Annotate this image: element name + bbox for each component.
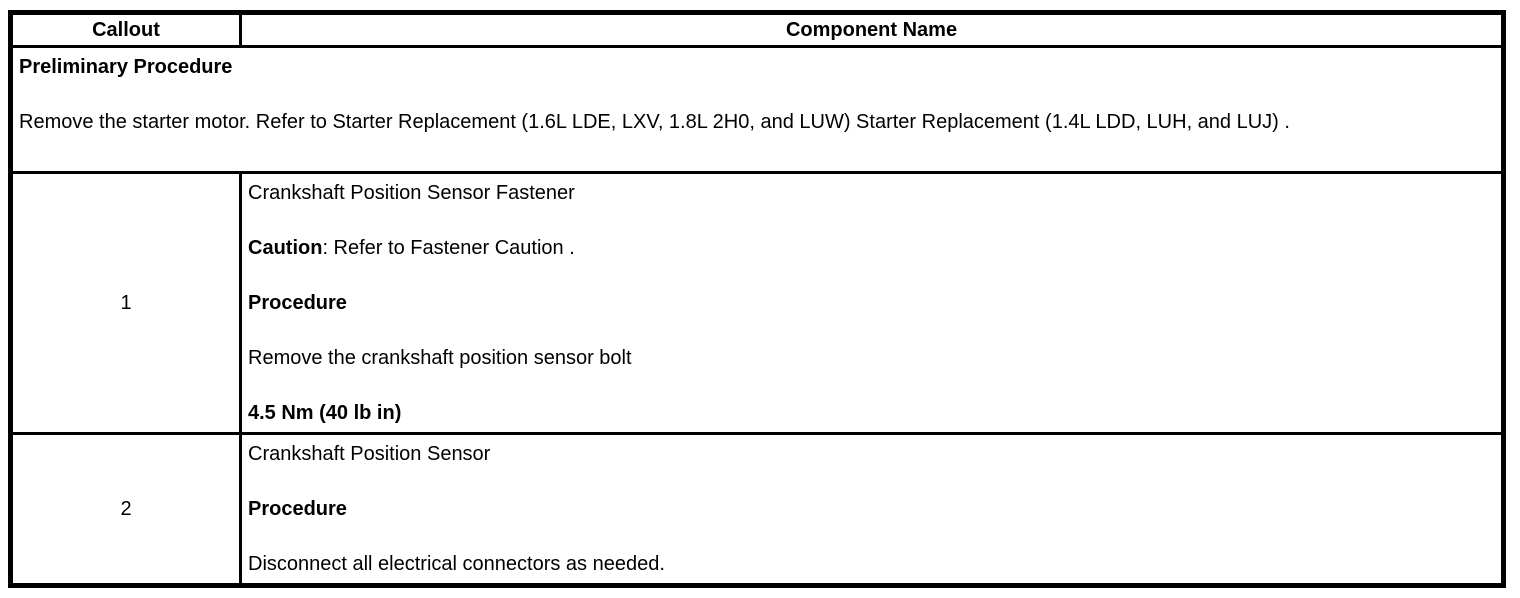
caution-text: : Refer to Fastener Caution . bbox=[322, 237, 575, 259]
caution-label: Caution bbox=[248, 237, 323, 259]
callout-number-1: 1 bbox=[9, 171, 242, 435]
doc-table: Callout Component Name Preliminary Proce… bbox=[8, 10, 1506, 588]
component-name: Crankshaft Position Sensor bbox=[248, 443, 491, 465]
procedure-step: Remove the crankshaft position sensor bo… bbox=[248, 347, 632, 369]
table-header: Callout Component Name bbox=[9, 11, 1505, 48]
table-row: 1 Crankshaft Position Sensor Fastener Ca… bbox=[9, 171, 1505, 435]
table-row: 2 Crankshaft Position Sensor Procedure D… bbox=[9, 432, 1505, 587]
component-cell-1: Crankshaft Position Sensor Fastener Caut… bbox=[239, 171, 1505, 435]
preliminary-title: Preliminary Procedure bbox=[19, 56, 233, 78]
procedure-label: Procedure bbox=[248, 292, 347, 314]
header-component-name: Component Name bbox=[239, 11, 1505, 48]
caution-line: Caution: Refer to Fastener Caution . bbox=[248, 233, 1495, 263]
preliminary-body: Remove the starter motor. Refer to Start… bbox=[19, 111, 1290, 133]
callout-number-2: 2 bbox=[9, 432, 242, 587]
component-cell-2: Crankshaft Position Sensor Procedure Dis… bbox=[239, 432, 1505, 587]
preliminary-row: Preliminary Procedure Remove the starter… bbox=[9, 45, 1505, 174]
header-row: Callout Component Name bbox=[9, 11, 1505, 48]
torque-spec: 4.5 Nm (40 lb in) bbox=[248, 402, 402, 424]
header-callout: Callout bbox=[9, 11, 242, 48]
preliminary-cell: Preliminary Procedure Remove the starter… bbox=[9, 45, 1505, 174]
procedure-label: Procedure bbox=[248, 498, 347, 520]
component-name: Crankshaft Position Sensor Fastener bbox=[248, 182, 575, 204]
procedure-step: Disconnect all electrical connectors as … bbox=[248, 553, 665, 575]
